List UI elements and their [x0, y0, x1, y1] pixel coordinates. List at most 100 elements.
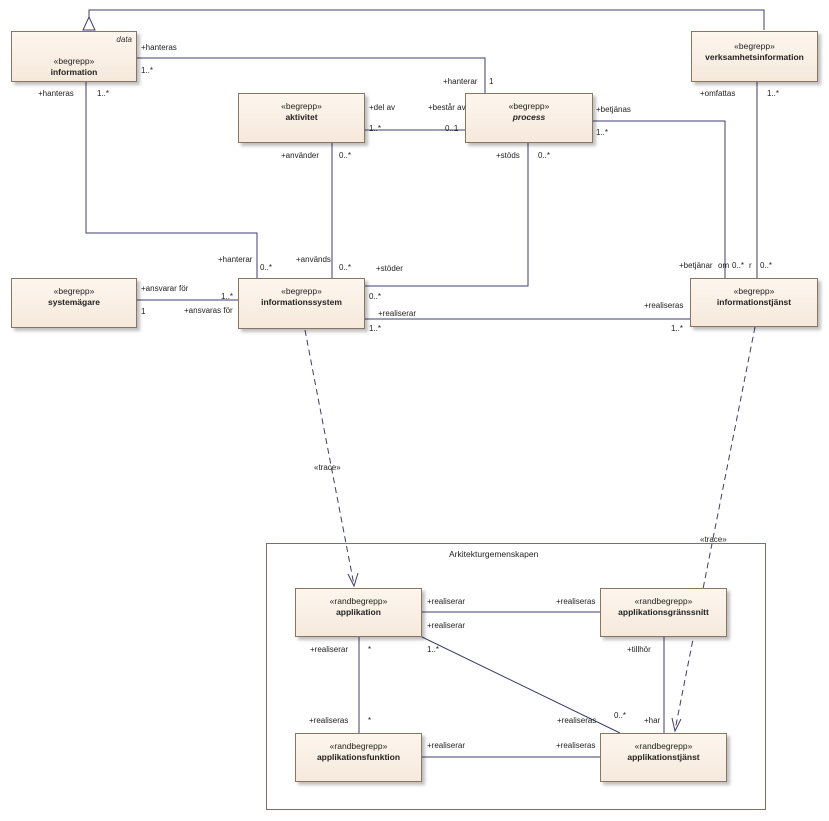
- class-informationstjanst[interactable]: «begrepp» informationstjänst: [690, 278, 818, 327]
- generalization-arrowhead: [82, 15, 96, 31]
- role-label: +betjänas: [596, 105, 631, 114]
- role-label: +hanteras: [141, 43, 177, 52]
- stereotype-label: «randbegrepp»: [634, 596, 693, 606]
- role-label: +realiserar: [427, 741, 466, 750]
- multiplicity-label: 0..*: [260, 263, 273, 272]
- multiplicity-label: 0..1: [445, 124, 459, 133]
- class-aktivitet[interactable]: «begrepp» aktivitet: [238, 93, 365, 143]
- class-name: applikation: [336, 607, 381, 617]
- multiplicity-label: 0..*: [760, 261, 773, 270]
- role-label: +realiseras: [557, 716, 597, 725]
- class-name: aktivitet: [285, 112, 318, 122]
- multiplicity-label: 1: [489, 77, 494, 86]
- multiplicity-label: 0..*: [538, 151, 551, 160]
- assoc-process-informationssystem: [365, 143, 529, 287]
- trace-arrowhead-right: [671, 717, 682, 733]
- role-label: +stöder: [376, 264, 403, 273]
- stereotype-label: «randbegrepp»: [329, 741, 388, 751]
- role-label: +använder: [281, 151, 320, 160]
- multiplicity-label: 0..*: [369, 292, 382, 301]
- role-label: +realiseras: [644, 301, 684, 310]
- multiplicity-label: 1..*: [221, 292, 234, 301]
- multiplicity-label: 1: [141, 307, 146, 316]
- stereotype-label: «begrepp»: [508, 101, 550, 111]
- role-label: +realiseras: [556, 741, 596, 750]
- role-label: +betjänar: [679, 261, 713, 270]
- generalization-line: [88, 9, 765, 30]
- class-systemagare[interactable]: «begrepp» systemägare: [11, 278, 137, 328]
- class-name: informationstjänst: [716, 297, 792, 307]
- class-process[interactable]: «begrepp» process: [465, 93, 593, 143]
- class-verksamhetsinformation[interactable]: «begrepp» verksamhetsinformation: [691, 31, 818, 82]
- stereotype-label: «begrepp»: [53, 286, 95, 296]
- assoc-information-process: [137, 57, 486, 93]
- multiplicity-label: 0..*: [339, 151, 352, 160]
- multiplicity-label: 1..*: [141, 66, 154, 75]
- multiplicity-label: 1..*: [427, 645, 440, 654]
- class-name: applikationsgränssnitt: [618, 607, 709, 617]
- role-label: +har: [644, 716, 661, 725]
- multiplicity-label: 1..*: [767, 89, 780, 98]
- multiplicity-label: *: [368, 645, 372, 654]
- role-label: +realiserar: [378, 309, 417, 318]
- role-label: +ansvaras för: [184, 306, 233, 315]
- trace-informationstjanst-applikationstjanst: [674, 326, 756, 731]
- class-name: informationssystem: [261, 297, 342, 307]
- role-label: +realiserar: [310, 645, 349, 654]
- class-name: systemägare: [48, 297, 100, 307]
- class-applikationsgranssnitt[interactable]: «randbegrepp» applikationsgränssnitt: [600, 588, 727, 637]
- role-label: +hanteras: [38, 89, 74, 98]
- role-label: +består av: [428, 103, 466, 112]
- role-label: +del av: [369, 103, 396, 112]
- class-applikation[interactable]: «randbegrepp» applikation: [295, 588, 422, 637]
- architecture-community-frame: [266, 543, 766, 810]
- role-label: +omfattas: [700, 89, 736, 98]
- multiplicity-label: 0..*: [339, 263, 352, 272]
- trace-informationssystem-applikation: [304, 329, 355, 586]
- stereotype-label: «randbegrepp»: [634, 741, 693, 751]
- class-name: process: [512, 112, 546, 122]
- role-label: om: [718, 261, 730, 270]
- assoc-process-informationstjanst: [593, 120, 726, 278]
- class-name: applikationsfunktion: [316, 752, 401, 762]
- multiplicity-label: 1..*: [671, 324, 684, 333]
- stereotype-label: «begrepp»: [281, 286, 322, 296]
- assoc-applikation-applikationstjanst: [421, 636, 621, 734]
- class-name: verksamhetsinformation: [705, 52, 804, 62]
- stereotype-label: «randbegrepp»: [329, 596, 388, 606]
- trace-arrowhead-left: [347, 572, 359, 588]
- role-label: +tillhör: [627, 645, 651, 654]
- role-label: +realiseras: [556, 597, 596, 606]
- multiplicity-label: 0..*: [732, 261, 745, 270]
- multiplicity-label: 1..*: [369, 124, 382, 133]
- role-label: +används: [296, 255, 331, 264]
- multiplicity-label: 0..*: [614, 711, 627, 720]
- role-label: +realiseras: [309, 716, 349, 725]
- class-applikationsfunktion[interactable]: «randbegrepp» applikationsfunktion: [295, 733, 422, 782]
- role-label: +ansvarar för: [141, 284, 189, 293]
- stereotype-label: «begrepp»: [733, 286, 775, 296]
- class-name: applikationstjänst: [627, 752, 700, 762]
- data-tag: data: [116, 35, 132, 44]
- assoc-information-informationssystem: [85, 82, 258, 278]
- multiplicity-label: 1..*: [97, 89, 110, 98]
- role-label: +realiserar: [427, 597, 466, 606]
- class-name: information: [50, 67, 98, 77]
- role-label: +stöds: [496, 151, 520, 160]
- role-label: r: [749, 261, 752, 270]
- frame-title: Arkitekturgemenskapen: [449, 549, 539, 559]
- trace-stereotype-label: «trace»: [700, 535, 727, 544]
- multiplicity-label: 1..*: [596, 128, 609, 137]
- class-informationssystem[interactable]: «begrepp» informationssystem: [238, 278, 365, 329]
- role-label: +hanterar: [218, 255, 253, 264]
- multiplicity-label: 1..*: [369, 324, 382, 333]
- class-applikationstjanst[interactable]: «randbegrepp» applikationstjänst: [600, 733, 727, 782]
- role-label: +hanterar: [443, 77, 478, 86]
- stereotype-label: «begrepp»: [281, 101, 322, 111]
- stereotype-label: «begrepp»: [53, 56, 95, 66]
- class-information[interactable]: data «begrepp» information: [11, 31, 137, 82]
- stereotype-label: «begrepp»: [734, 41, 775, 51]
- trace-stereotype-label: «trace»: [314, 463, 341, 472]
- multiplicity-label: *: [368, 716, 372, 725]
